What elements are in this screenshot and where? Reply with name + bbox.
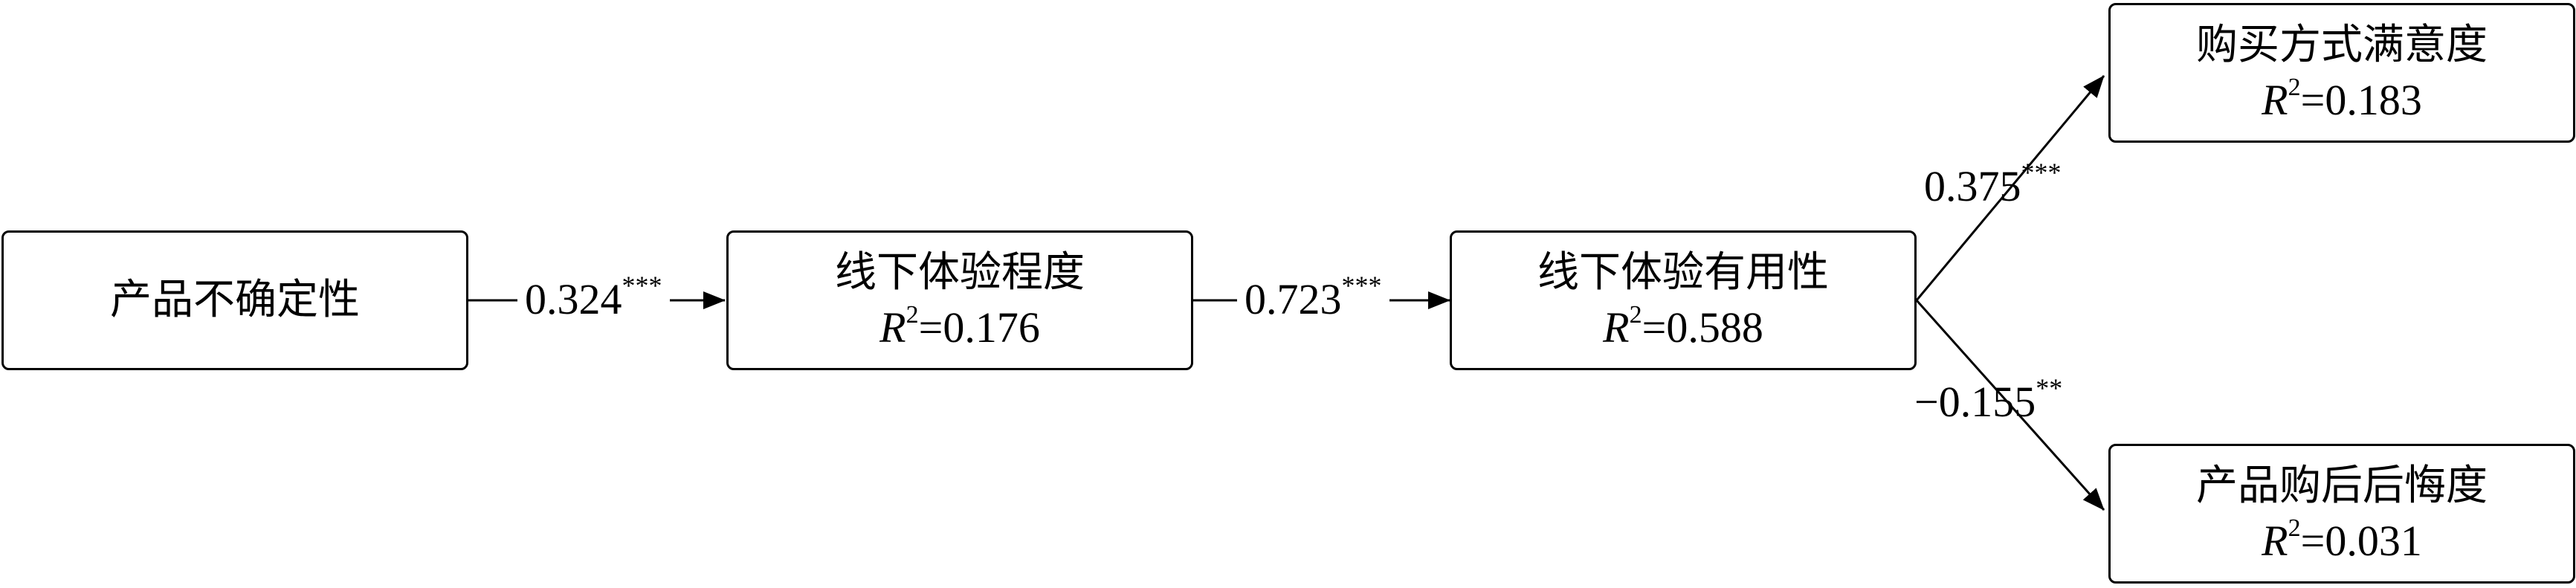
arrow-usefulness-to-regret <box>1915 300 2105 511</box>
node-purchase-method-satisfaction: 购买方式满意度 R2=0.183 <box>2108 3 2575 143</box>
node-label: 产品购后后悔度 <box>2196 462 2488 510</box>
node-offline-experience-usefulness: 线下体验有用性 R2=0.588 <box>1450 230 1917 370</box>
arrow-usefulness-to-satisfaction <box>1915 75 2105 301</box>
coef-uncertainty-to-degree: 0.324*** <box>517 272 670 324</box>
coef-usefulness-to-regret: −0.155** <box>1914 373 2063 426</box>
coef-degree-to-usefulness: 0.723*** <box>1237 272 1389 324</box>
r-squared: R2=0.588 <box>1603 301 1763 352</box>
node-label: 产品不确定性 <box>110 276 360 324</box>
node-label: 线下体验有用性 <box>1537 248 1829 297</box>
r-squared: R2=0.176 <box>879 301 1040 352</box>
node-post-purchase-regret: 产品购后后悔度 R2=0.031 <box>2108 444 2575 584</box>
node-offline-experience-degree: 线下体验程度 R2=0.176 <box>726 230 1193 370</box>
r-squared: R2=0.183 <box>2262 74 2422 125</box>
node-label: 购买方式满意度 <box>2196 21 2488 69</box>
node-product-uncertainty: 产品不确定性 <box>1 230 468 370</box>
coef-usefulness-to-satisfaction: 0.375*** <box>1924 158 2062 210</box>
node-label: 线下体验程度 <box>835 248 1085 297</box>
r-squared: R2=0.031 <box>2262 514 2422 566</box>
